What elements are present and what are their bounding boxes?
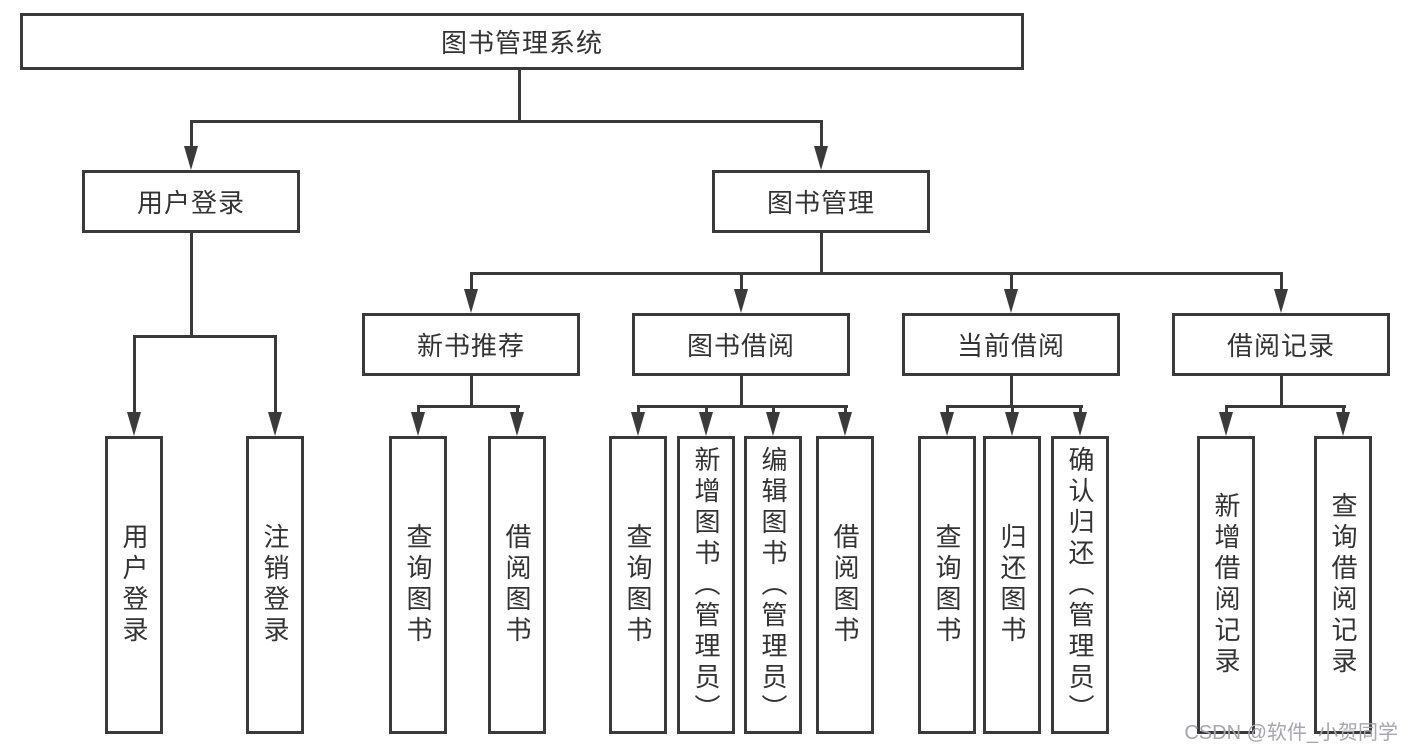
node-leaf-query-books-1-label: 查询图书 bbox=[403, 523, 433, 647]
node-leaf-user-login: 用户登录 bbox=[105, 436, 163, 734]
node-leaf-borrow-books-1-label: 借阅图书 bbox=[502, 523, 532, 647]
connector-drop-new-book bbox=[470, 272, 473, 289]
node-borrow-records: 借阅记录 bbox=[1172, 313, 1390, 376]
connector-g1-stem bbox=[470, 376, 473, 405]
connector-drop-user-login bbox=[190, 120, 193, 146]
connector-g3-drop1 bbox=[946, 405, 949, 412]
node-leaf-query-borrow-record: 查询借阅记录 bbox=[1314, 436, 1372, 734]
node-leaf-confirm-return-admin: 确认归还（管理员） bbox=[1051, 436, 1109, 734]
arrowhead-down-g3-leaf1 bbox=[940, 412, 954, 436]
connector-level2-branch bbox=[190, 120, 823, 123]
node-leaf-return-books-label: 归还图书 bbox=[997, 523, 1027, 647]
node-leaf-add-borrow-record: 新增借阅记录 bbox=[1197, 436, 1255, 734]
node-leaf-logout: 注销登录 bbox=[246, 436, 304, 734]
arrowhead-down-g4-leaf1 bbox=[1219, 412, 1233, 436]
connector-g2-branch bbox=[637, 405, 848, 408]
connector-g4-drop1 bbox=[1225, 405, 1228, 412]
connector-user-login-stem bbox=[190, 233, 193, 335]
arrowhead-down-g2-leaf1 bbox=[631, 412, 645, 436]
connector-g4-drop2 bbox=[1342, 405, 1345, 412]
connector-g3-branch bbox=[946, 405, 1083, 408]
node-leaf-confirm-return-admin-label: 确认归还（管理员） bbox=[1065, 445, 1095, 725]
connector-g2-drop2 bbox=[705, 405, 708, 412]
node-leaf-query-books-3: 查询图书 bbox=[918, 436, 976, 734]
node-user-login: 用户登录 bbox=[82, 170, 300, 233]
connector-book-management-stem bbox=[820, 233, 823, 272]
connector-drop-book-management bbox=[820, 120, 823, 146]
connector-drop-leaf-login bbox=[133, 335, 136, 412]
connector-g1-drop2 bbox=[516, 405, 519, 412]
arrowhead-down-new-book bbox=[464, 289, 478, 313]
node-book-borrow: 图书借阅 bbox=[632, 313, 850, 376]
node-leaf-return-books: 归还图书 bbox=[983, 436, 1041, 734]
node-current-borrow: 当前借阅 bbox=[902, 313, 1120, 376]
connector-drop-current-borrow bbox=[1010, 272, 1013, 289]
node-leaf-edit-books-admin-label: 编辑图书（管理员） bbox=[758, 445, 788, 725]
connector-g2-stem bbox=[740, 376, 743, 405]
node-leaf-query-books-2: 查询图书 bbox=[609, 436, 667, 734]
node-book-management: 图书管理 bbox=[712, 170, 930, 233]
node-new-book-recommend-label: 新书推荐 bbox=[416, 331, 525, 361]
arrowhead-down-g2-leaf3 bbox=[766, 412, 780, 436]
arrowhead-down-g2-leaf2 bbox=[699, 412, 713, 436]
connector-drop-book-borrow bbox=[740, 272, 743, 289]
watermark: CSDN @软件_小贺同学 bbox=[1184, 722, 1398, 744]
arrowhead-down-user-login bbox=[184, 146, 198, 170]
node-root-label: 图书管理系统 bbox=[440, 28, 603, 58]
connector-g1-drop1 bbox=[417, 405, 420, 412]
arrowhead-down-g1-leaf1 bbox=[411, 412, 425, 436]
node-book-borrow-label: 图书借阅 bbox=[686, 331, 795, 361]
node-book-management-label: 图书管理 bbox=[766, 188, 875, 218]
node-leaf-query-borrow-record-label: 查询借阅记录 bbox=[1328, 492, 1358, 678]
node-leaf-borrow-books-2-label: 借阅图书 bbox=[830, 523, 860, 647]
node-leaf-borrow-books-2: 借阅图书 bbox=[816, 436, 874, 734]
connector-g2-drop3 bbox=[772, 405, 775, 412]
node-leaf-query-books-3-label: 查询图书 bbox=[932, 523, 962, 647]
node-leaf-logout-label: 注销登录 bbox=[260, 523, 290, 647]
node-leaf-edit-books-admin: 编辑图书（管理员） bbox=[744, 436, 802, 734]
node-leaf-add-books-admin-label: 新增图书（管理员） bbox=[691, 445, 721, 725]
arrowhead-down-book-borrow bbox=[734, 289, 748, 313]
arrowhead-down-g4-leaf2 bbox=[1336, 412, 1350, 436]
node-leaf-user-login-label: 用户登录 bbox=[119, 523, 149, 647]
connector-g4-branch bbox=[1225, 405, 1346, 408]
connector-root-stem bbox=[518, 70, 521, 120]
connector-user-login-branch bbox=[133, 335, 276, 338]
arrowhead-down-g2-leaf4 bbox=[838, 412, 852, 436]
arrowhead-down-leaf-login bbox=[127, 412, 141, 436]
node-root: 图书管理系统 bbox=[20, 13, 1024, 70]
node-current-borrow-label: 当前借阅 bbox=[956, 331, 1065, 361]
arrowhead-down-g3-leaf2 bbox=[1005, 412, 1019, 436]
node-leaf-borrow-books-1: 借阅图书 bbox=[488, 436, 546, 734]
connector-g4-stem bbox=[1280, 376, 1283, 405]
node-new-book-recommend: 新书推荐 bbox=[362, 313, 580, 376]
connector-g2-drop4 bbox=[844, 405, 847, 412]
node-leaf-query-books-1: 查询图书 bbox=[389, 436, 447, 734]
node-borrow-records-label: 借阅记录 bbox=[1226, 331, 1335, 361]
node-leaf-query-books-2-label: 查询图书 bbox=[623, 523, 653, 647]
connector-g1-branch bbox=[417, 405, 520, 408]
arrowhead-down-current-borrow bbox=[1004, 289, 1018, 313]
connector-g3-drop2 bbox=[1011, 405, 1014, 412]
arrowhead-down-borrow-records bbox=[1274, 289, 1288, 313]
arrowhead-down-leaf-logout bbox=[268, 412, 282, 436]
connector-g2-drop1 bbox=[637, 405, 640, 412]
connector-drop-leaf-logout bbox=[274, 335, 277, 412]
connector-g3-stem bbox=[1010, 376, 1013, 405]
node-leaf-add-borrow-record-label: 新增借阅记录 bbox=[1211, 492, 1241, 678]
arrowhead-down-g3-leaf3 bbox=[1073, 412, 1087, 436]
connector-level3-branch bbox=[470, 272, 1282, 275]
connector-drop-borrow-records bbox=[1280, 272, 1283, 289]
connector-g3-drop3 bbox=[1079, 405, 1082, 412]
node-user-login-label: 用户登录 bbox=[136, 188, 245, 218]
arrowhead-down-g1-leaf2 bbox=[510, 412, 524, 436]
node-leaf-add-books-admin: 新增图书（管理员） bbox=[677, 436, 735, 734]
arrowhead-down-book-management bbox=[814, 146, 828, 170]
